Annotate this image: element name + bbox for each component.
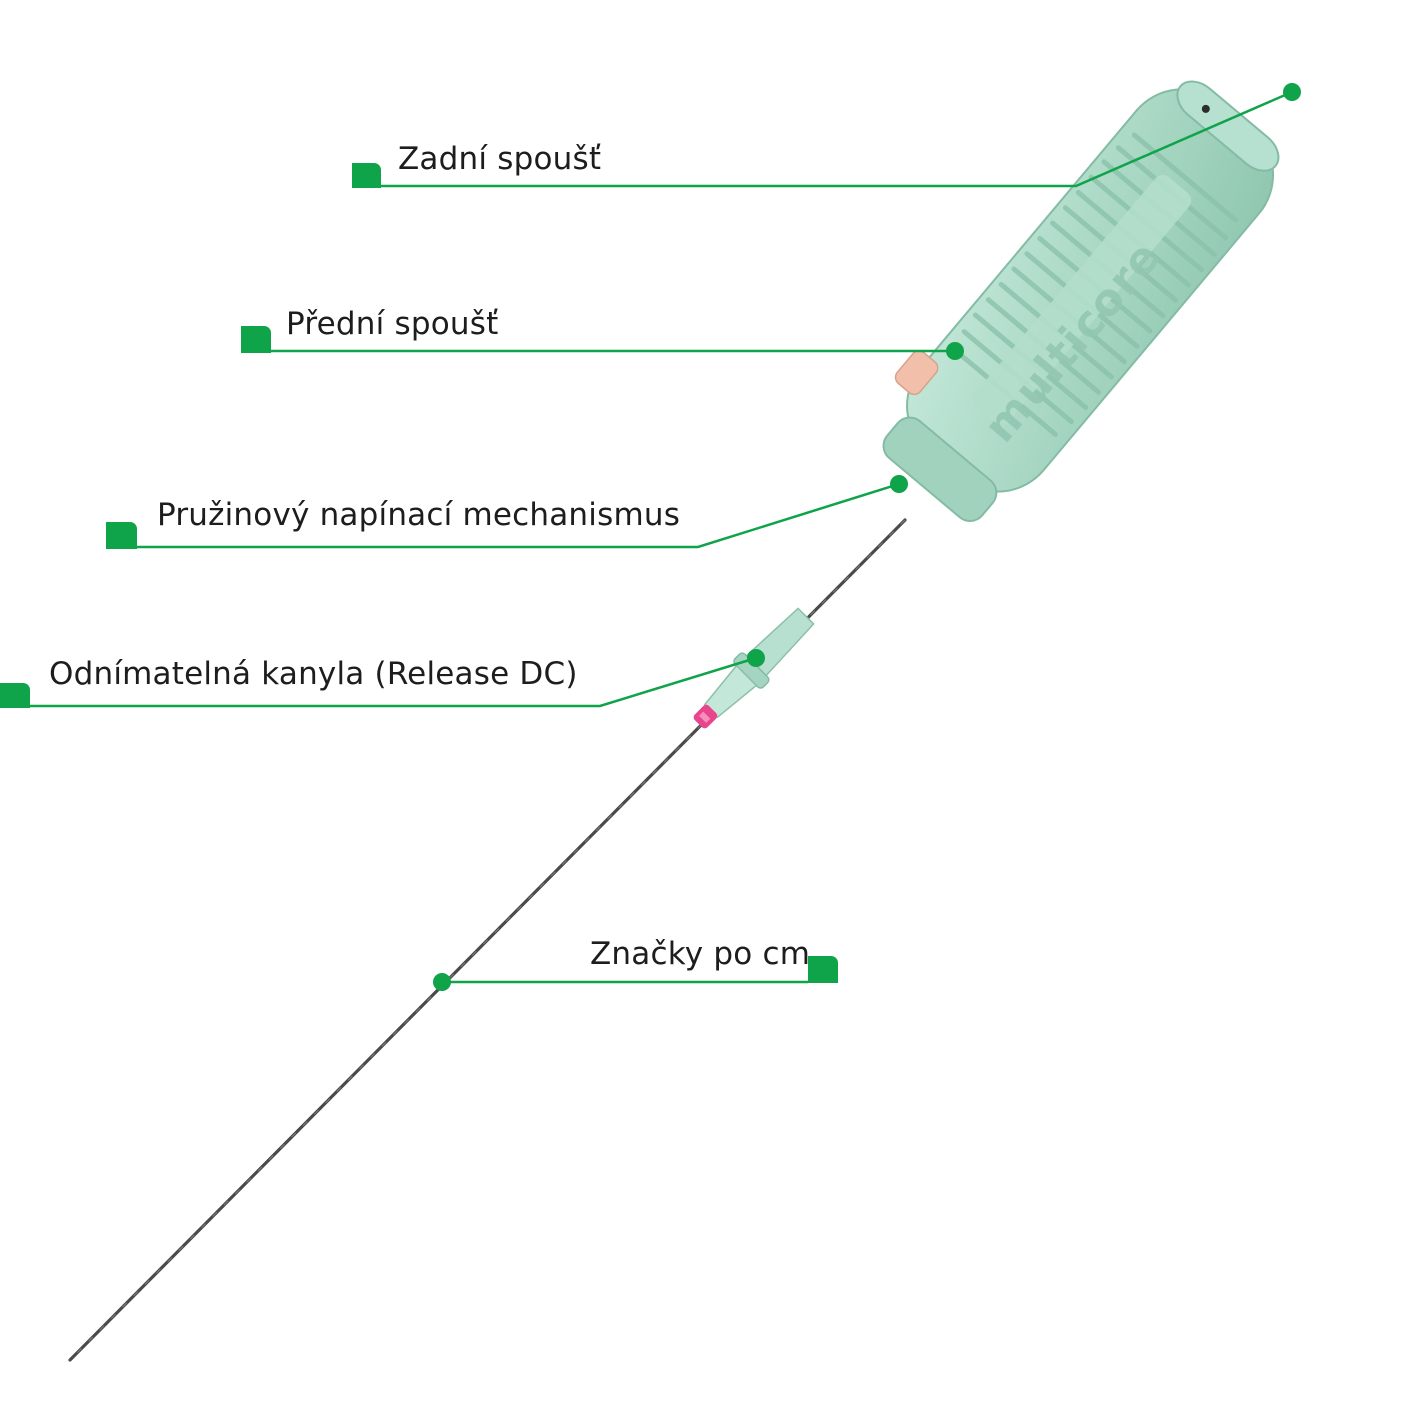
callout-spring-mechanism <box>106 475 908 549</box>
callout-tab-spring <box>106 522 137 549</box>
handle-body <box>882 80 1280 522</box>
anchor-dot-front <box>946 342 964 360</box>
callout-tab-marks <box>808 956 838 983</box>
anchor-dot-cannula <box>747 649 765 667</box>
label-front-trigger: Přední spoušť <box>286 306 499 342</box>
label-rear-trigger: Zadní spoušť <box>398 141 602 177</box>
callout-cm-marks <box>433 956 838 991</box>
anchor-dot-spring <box>890 475 908 493</box>
callout-front-trigger <box>241 326 964 360</box>
anchor-dot-rear <box>1283 83 1301 101</box>
callout-rear-trigger <box>352 83 1301 188</box>
anchor-dot-marks <box>433 973 451 991</box>
label-spring-mechanism: Pružinový napínací mechanismus <box>157 497 681 533</box>
cannula-hub <box>693 607 815 729</box>
callout-tab-front <box>241 326 271 353</box>
callout-tab-rear <box>352 163 381 188</box>
callout-tab-cannula <box>0 683 30 708</box>
label-cm-marks: Značky po cm <box>590 936 811 972</box>
callout-cannula <box>0 649 765 708</box>
label-cannula: Odnímatelná kanyla (Release DC) <box>49 656 578 692</box>
